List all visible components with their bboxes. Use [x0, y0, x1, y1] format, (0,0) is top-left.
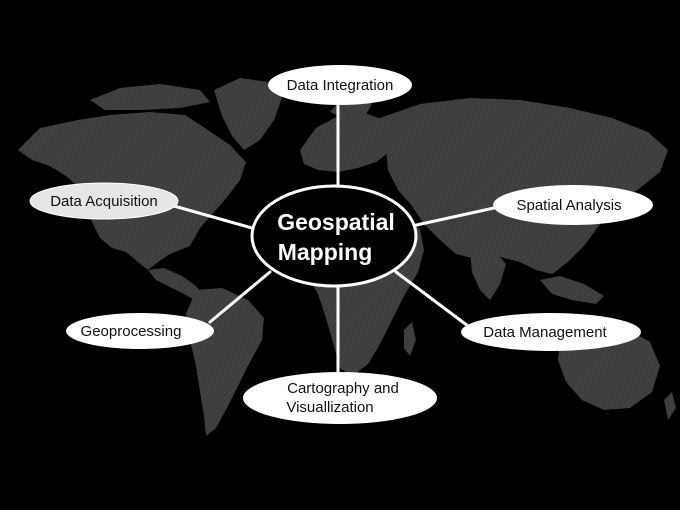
node-data-integration: Data Integration [268, 65, 412, 105]
node-label-line-1: Cartography and [287, 380, 399, 397]
connector-data-management [394, 270, 470, 328]
center-node: Geospatial Mapping [250, 184, 418, 288]
connectors [172, 102, 496, 376]
connector-geoprocessing [208, 270, 272, 324]
node-geoprocessing: Geoprocessing [66, 313, 214, 349]
node-cartography-visualization: Cartography and Visuallization [243, 372, 437, 424]
node-label: Geoprocessing [81, 323, 182, 340]
node-data-acquisition: Data Acquisition [29, 182, 179, 220]
center-title-line-2: Mapping [278, 239, 373, 265]
center-title-line-1: Geospatial [277, 209, 395, 235]
node-label: Data Acquisition [50, 193, 158, 210]
node-label-line-2: Visuallization [286, 399, 373, 416]
node-label: Data Management [483, 324, 607, 341]
node-label: Data Integration [287, 77, 394, 94]
connector-spatial-analysis [410, 206, 496, 228]
node-data-management: Data Management [461, 313, 641, 351]
connector-data-acquisition [172, 204, 254, 230]
node-spatial-analysis: Spatial Analysis [493, 185, 653, 225]
node-label: Spatial Analysis [516, 197, 621, 214]
